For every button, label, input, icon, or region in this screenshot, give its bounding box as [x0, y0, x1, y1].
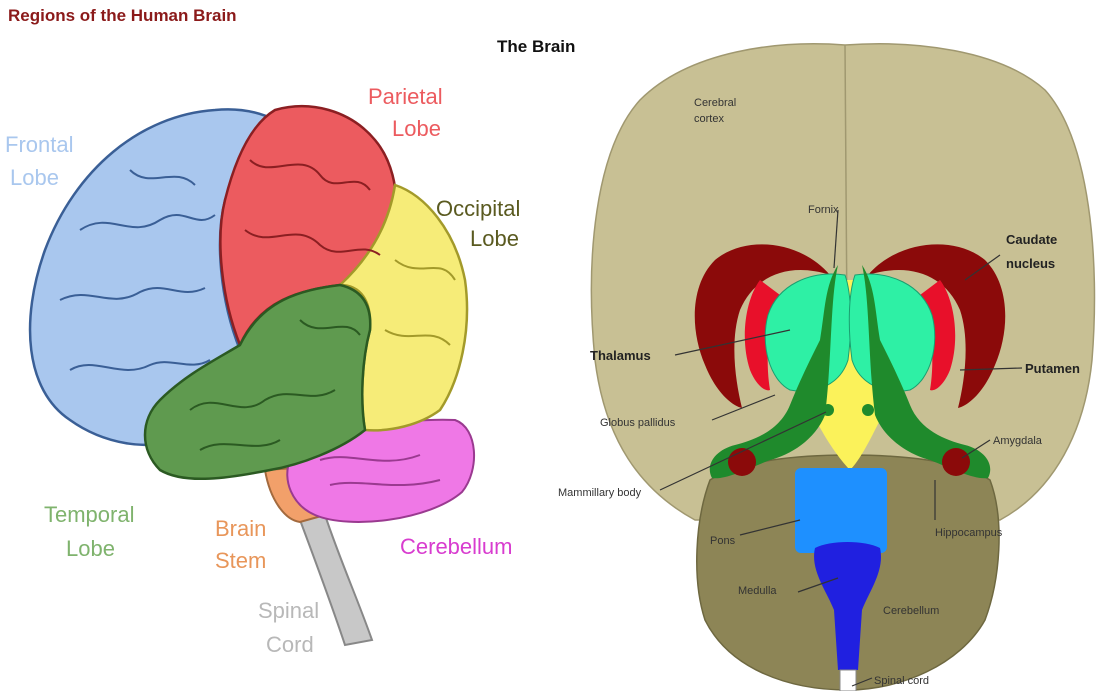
label-temporal: Temporal	[44, 502, 134, 527]
label-coronal-cerebellum: Cerebellum	[883, 605, 939, 617]
label-parietal: Parietal	[368, 84, 443, 109]
label-frontal-lobe: Lobe	[10, 165, 59, 190]
lateral-spinal-cord	[300, 515, 372, 645]
label-spinal-cord-coronal: Spinal cord	[874, 675, 929, 687]
label-parietal-lobe: Lobe	[392, 116, 441, 141]
label-occipital-lobe: Lobe	[470, 226, 519, 251]
coronal-mammillary-left	[822, 404, 834, 416]
coronal-mammillary-right	[862, 404, 874, 416]
coronal-spinal-cord	[840, 670, 856, 691]
label-spinal-cord: Cord	[266, 632, 314, 657]
lateral-brain-view: Frontal Lobe Parietal Lobe Occipital Lob…	[5, 84, 520, 657]
label-pons: Pons	[710, 535, 736, 547]
label-cerebral: Cerebral	[694, 97, 736, 109]
label-fornix: Fornix	[808, 204, 839, 216]
label-cerebral-cortex: cortex	[694, 113, 724, 125]
label-brain-stem: Stem	[215, 548, 266, 573]
coronal-amygdala-left	[728, 448, 756, 476]
coronal-pons	[795, 468, 887, 553]
label-hippocampus: Hippocampus	[935, 527, 1003, 539]
label-putamen: Putamen	[1025, 361, 1080, 376]
label-frontal: Frontal	[5, 132, 73, 157]
label-occipital: Occipital	[436, 196, 520, 221]
label-temporal-lobe: Lobe	[66, 536, 115, 561]
label-caudate: Caudate	[1006, 232, 1057, 247]
label-amygdala: Amygdala	[993, 435, 1043, 447]
label-thalamus: Thalamus	[590, 348, 651, 363]
label-globus-pallidus: Globus pallidus	[600, 417, 676, 429]
label-spinal: Spinal	[258, 598, 319, 623]
label-cerebellum: Cerebellum	[400, 534, 513, 559]
coronal-amygdala-right	[942, 448, 970, 476]
label-caudate-nucleus: nucleus	[1006, 256, 1055, 271]
label-medulla: Medulla	[738, 585, 777, 597]
label-brain: Brain	[215, 516, 266, 541]
label-mammillary-body: Mammillary body	[558, 487, 642, 499]
coronal-brain-view: Cerebral cortex Fornix Caudate nucleus T…	[558, 44, 1095, 691]
